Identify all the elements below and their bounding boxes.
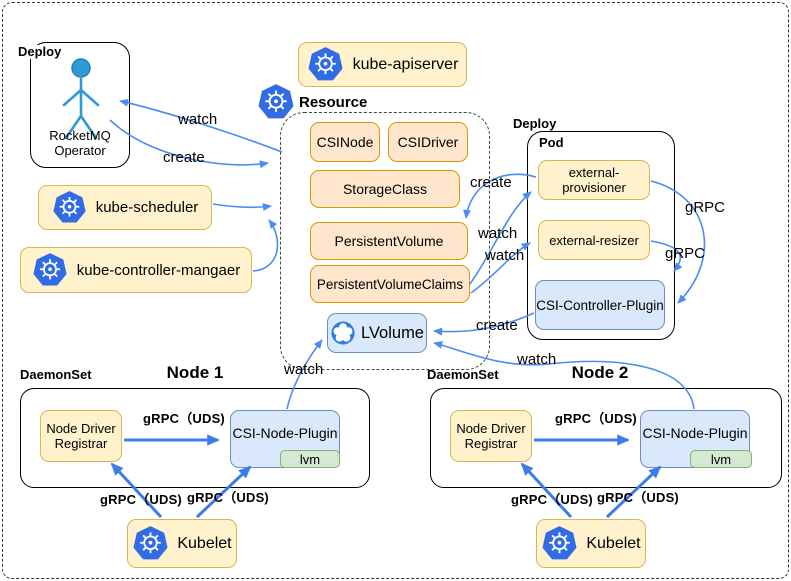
node1-registrar-box: Node Driver Registrar xyxy=(40,410,122,462)
edge-label-grpc-provisioner: gRPC xyxy=(685,199,726,216)
edge-label-watch-node2: watch xyxy=(517,351,557,368)
kubernetes-icon xyxy=(33,253,67,286)
edge-label-create-tl: create xyxy=(163,149,205,166)
kubernetes-icon xyxy=(133,526,168,560)
kubernetes-icon xyxy=(308,47,343,81)
kube-apiserver-label: kube-apiserver xyxy=(352,55,459,73)
kube-scheduler-label: kube-scheduler xyxy=(95,199,199,216)
node2-kubelet-box: Kubelet xyxy=(536,519,646,568)
controller-deploy-label: Deploy xyxy=(513,116,557,131)
edge-label-grpc-uds-n1: gRPC（UDS) xyxy=(143,411,225,426)
node1-lvm-badge: lvm xyxy=(280,450,340,468)
edge-label-grpc-uds-k2b: gRPC（UDS) xyxy=(597,490,679,505)
persistentvolumeclaims-box: PersistentVolumeClaims xyxy=(310,265,470,303)
node2-registrar-box: Node Driver Registrar xyxy=(450,410,532,462)
csinode-box: CSINode xyxy=(310,122,380,162)
edge-label-grpc-uds-n2: gRPC（UDS) xyxy=(555,411,637,426)
edge-label-grpc-uds-k1b: gRPC（UDS) xyxy=(187,490,269,505)
resource-group-title: Resource xyxy=(299,94,368,111)
edge-label-create-pv: create xyxy=(470,174,512,191)
lvolume-crd-icon xyxy=(331,321,355,345)
node2-lvm-badge: lvm xyxy=(690,450,752,468)
edge-label-watch-node1: watch xyxy=(284,361,324,378)
lvolume-box: LVolume xyxy=(327,313,427,353)
lvolume-label: LVolume xyxy=(361,323,424,342)
edge-label-grpc-uds-k1a: gRPC（UDS) xyxy=(100,492,182,507)
csi-controller-plugin-box: CSI-Controller-Plugin xyxy=(535,280,665,330)
kubernetes-icon xyxy=(258,84,294,119)
storageclass-box: StorageClass xyxy=(310,170,460,208)
kube-scheduler-box: kube-scheduler xyxy=(38,185,212,230)
pod-label: Pod xyxy=(539,135,564,150)
external-resizer-box: external-resizer xyxy=(538,220,650,260)
actor-icon xyxy=(62,58,100,140)
csidriver-box: CSIDriver xyxy=(388,122,468,162)
kube-controller-manager-box: kube-controller-mangaer xyxy=(20,247,252,293)
daemonset-label-2: DaemonSet xyxy=(427,367,499,382)
daemonset-label-1: DaemonSet xyxy=(20,367,92,382)
operator-deploy-label: Deploy xyxy=(15,44,65,60)
operator-name: RocketMQ Operator xyxy=(49,128,111,158)
persistentvolume-box: PersistentVolume xyxy=(310,222,468,260)
node1-kubelet-label: Kubelet xyxy=(177,534,232,552)
edge-label-watch-resizer: watch xyxy=(485,247,525,264)
kubernetes-icon xyxy=(542,526,577,560)
edge-label-grpc-resizer: gRPC xyxy=(665,245,706,262)
node1-title: Node 1 xyxy=(166,363,224,382)
edge-label-create-lvolume: create xyxy=(476,317,518,334)
edge-label-watch-provisioner: watch xyxy=(478,225,518,242)
edge-label-watch-tl: watch xyxy=(178,111,218,128)
node1-kubelet-box: Kubelet xyxy=(127,519,237,568)
kube-apiserver-box: kube-apiserver xyxy=(298,42,467,87)
node2-kubelet-label: Kubelet xyxy=(586,534,641,552)
external-provisioner-box: external-provisioner xyxy=(538,160,650,200)
kube-controller-manager-label: kube-controller-mangaer xyxy=(76,261,241,279)
kubernetes-icon xyxy=(53,191,86,223)
edge-label-grpc-uds-k2a: gRPC（UDS) xyxy=(511,492,593,507)
